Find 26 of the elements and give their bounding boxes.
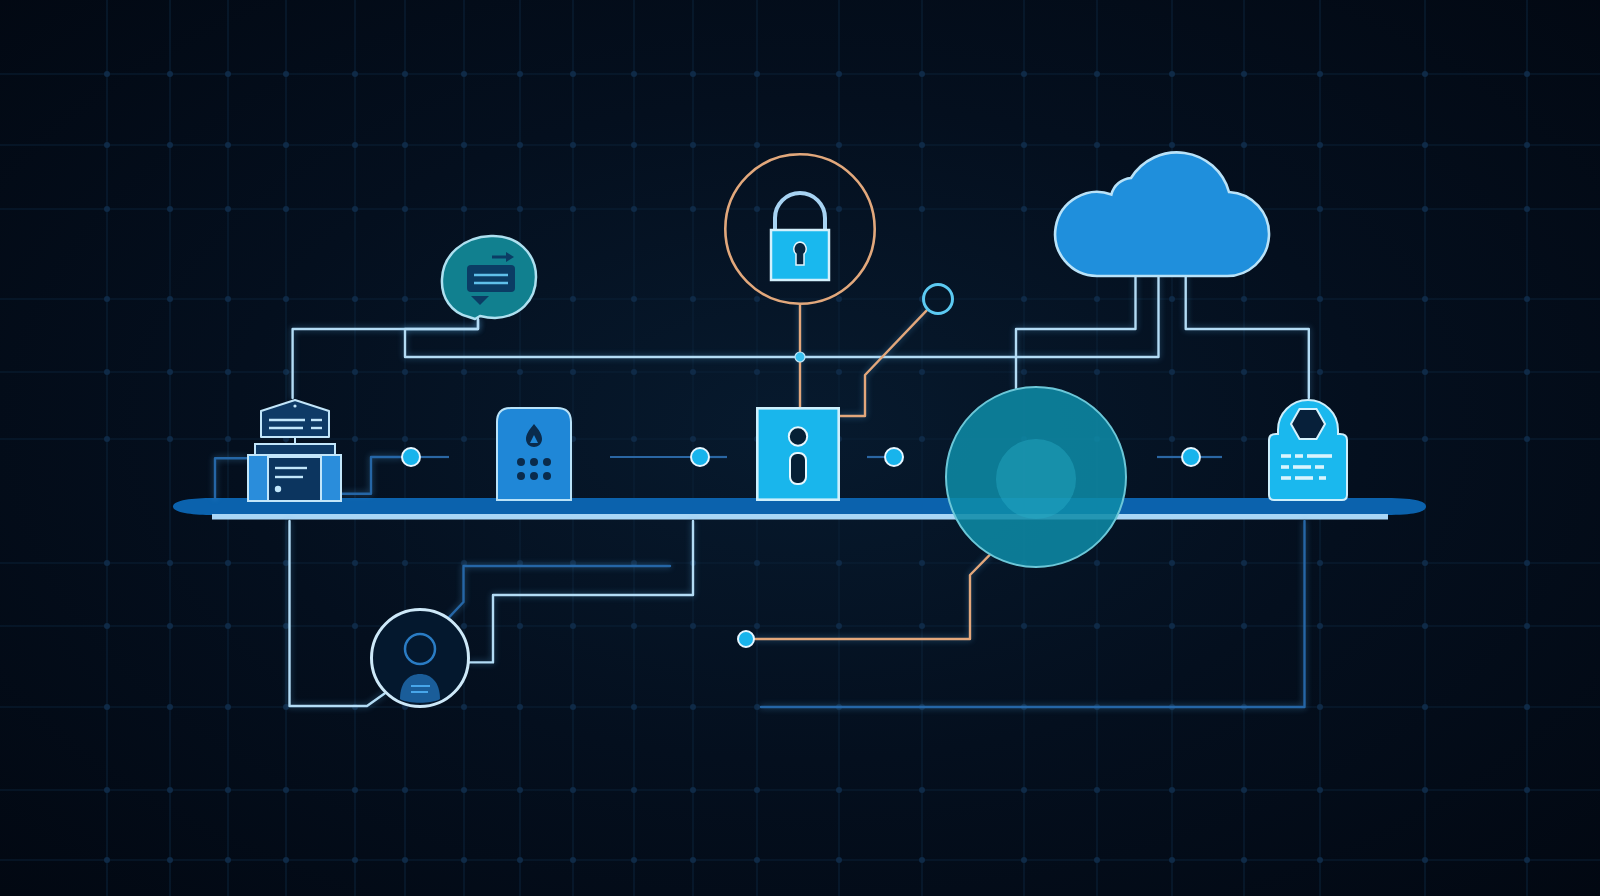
connector-line (288, 519, 386, 708)
info-panel (756, 407, 840, 501)
connector-line (468, 519, 695, 664)
connector-line (759, 519, 1306, 709)
chat-bubble-icon (439, 233, 539, 321)
connector-line (1014, 274, 1137, 390)
connector-line (447, 564, 672, 619)
connector-line (340, 455, 403, 495)
connector-line (1184, 274, 1310, 400)
connector-line (213, 457, 249, 500)
lock-ring (724, 153, 876, 305)
connector-line (753, 554, 991, 641)
lock-panel-icon (1268, 396, 1348, 501)
connector-line (838, 309, 928, 418)
server-icon (247, 398, 342, 502)
dot-icon (401, 447, 421, 467)
keypad-device-icon (496, 407, 572, 501)
dot-icon (884, 447, 904, 467)
dot-icon (690, 447, 710, 467)
dot-icon (1181, 447, 1201, 467)
dot-icon (737, 630, 755, 648)
avatar-circle (370, 608, 470, 708)
connector-line (403, 274, 1160, 359)
ring-icon (922, 283, 954, 315)
connector-line (798, 303, 802, 409)
translucent-circle (945, 386, 1127, 568)
